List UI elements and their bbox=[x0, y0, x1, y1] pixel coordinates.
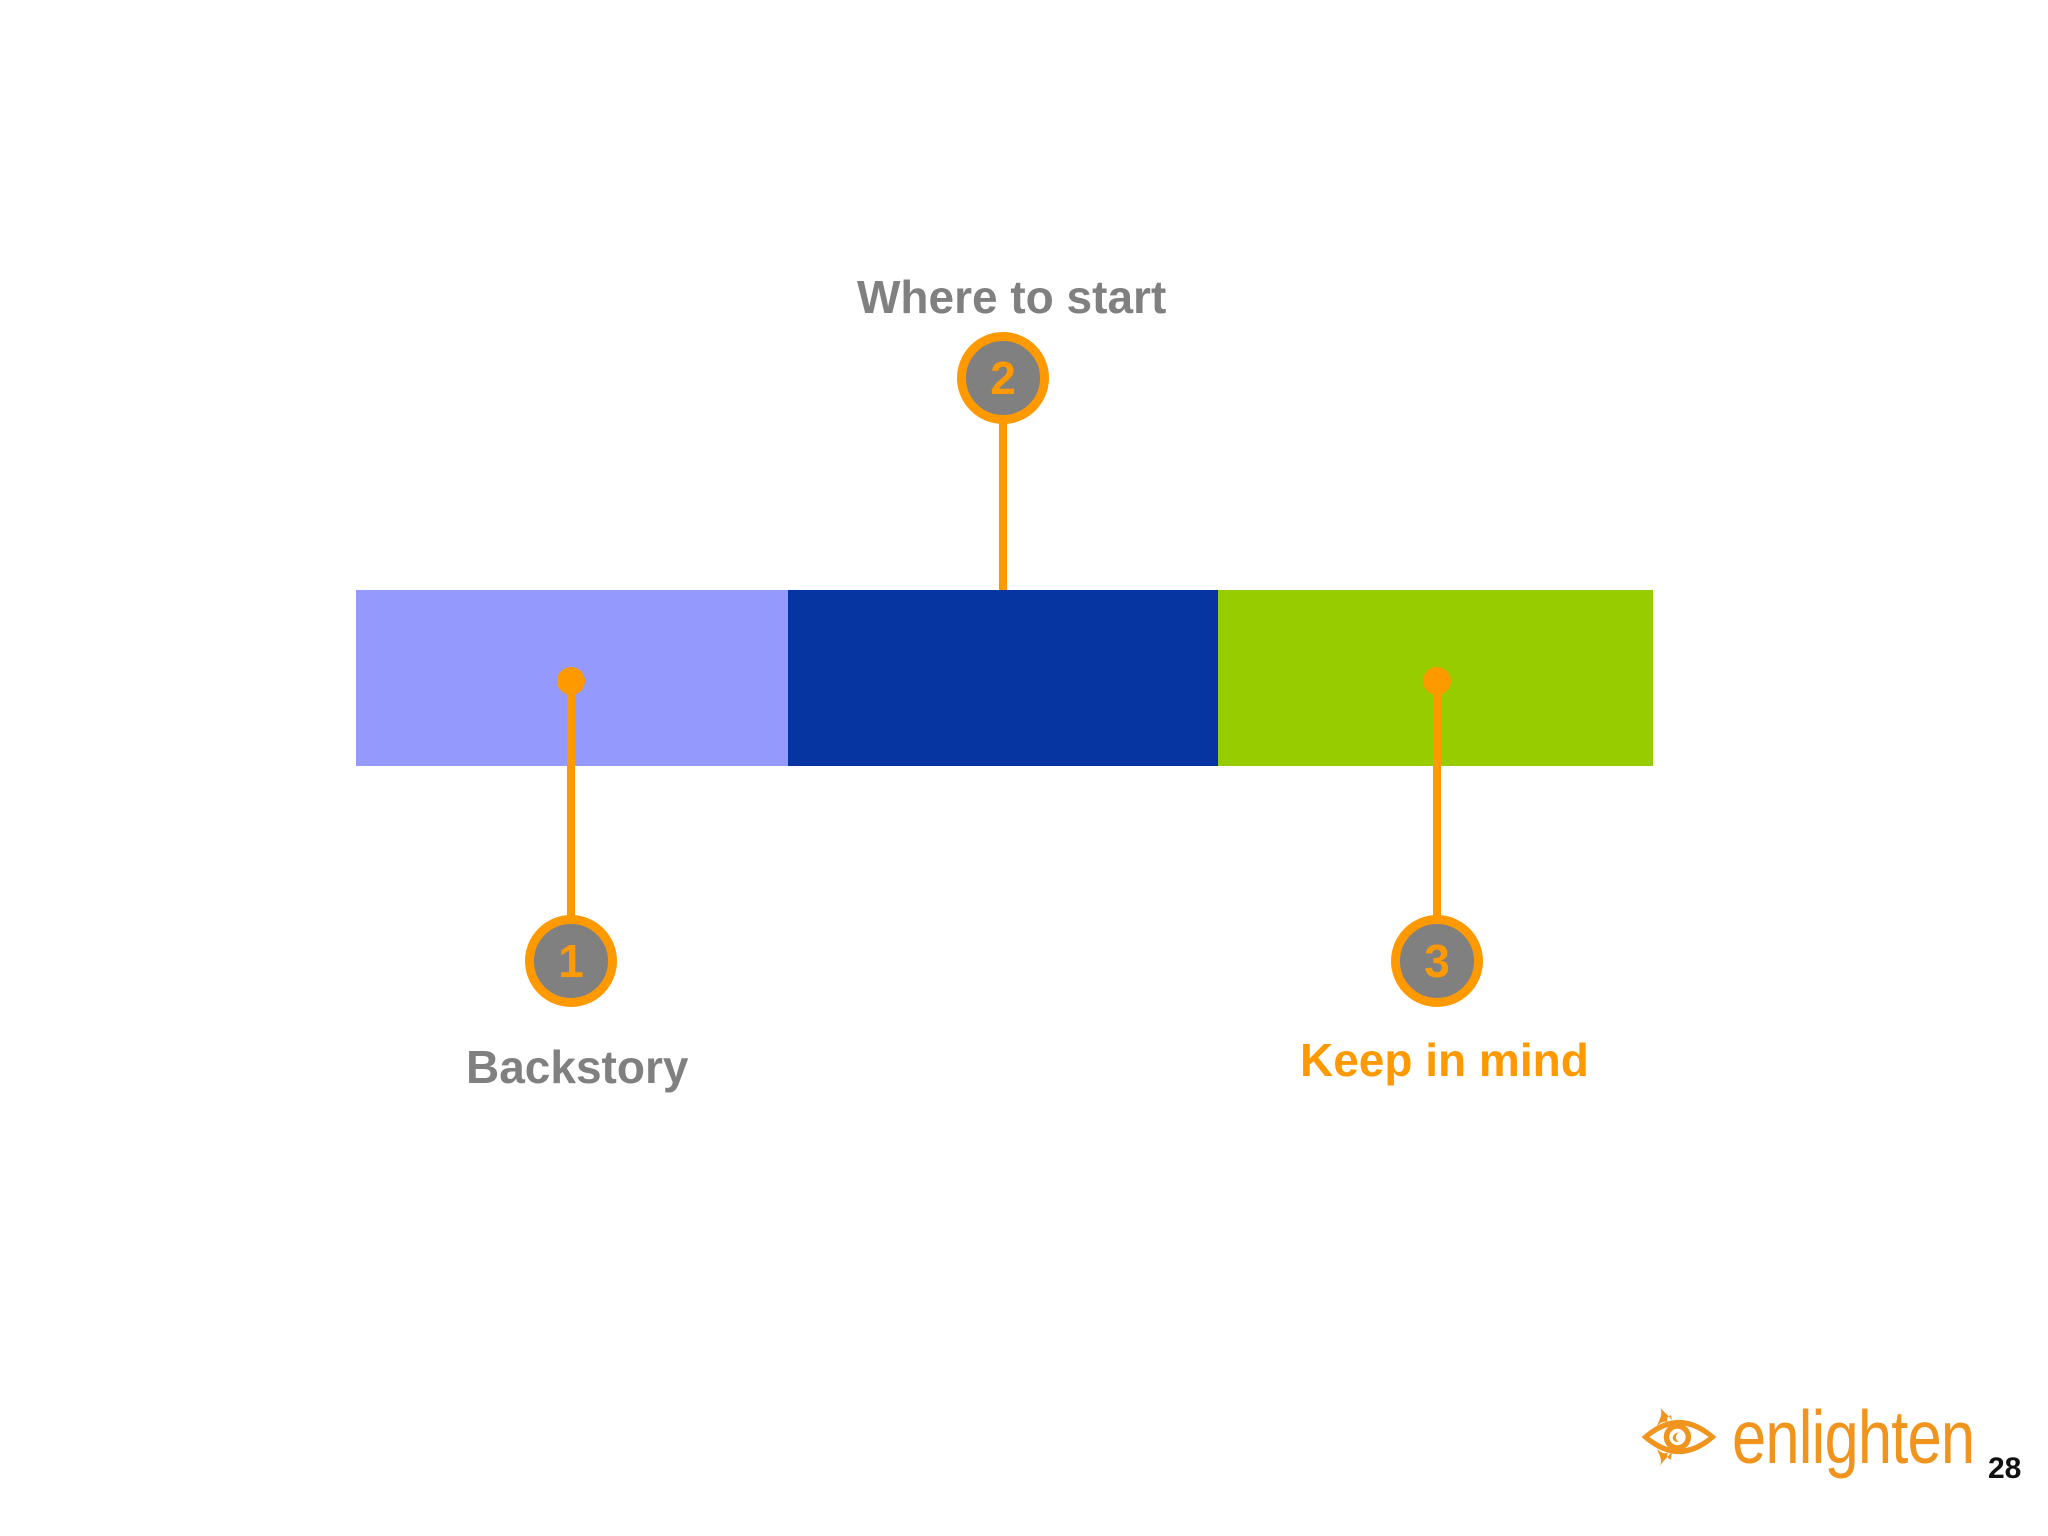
connector-stem-3 bbox=[1433, 681, 1441, 926]
step-badge-1[interactable]: 1 bbox=[525, 915, 617, 1007]
timeline-segment-2[interactable] bbox=[788, 590, 1218, 766]
step-label-where-to-start: Where to start bbox=[857, 271, 1167, 323]
logo-wordmark: enlighten bbox=[1732, 1394, 1975, 1479]
step-label-backstory: Backstory bbox=[466, 1041, 689, 1093]
step-badge-2[interactable]: 2 bbox=[957, 332, 1049, 424]
step-badge-1-number: 1 bbox=[558, 935, 584, 987]
step-badge-3-number: 3 bbox=[1424, 935, 1450, 987]
page-number: 28 bbox=[1988, 1452, 2022, 1485]
eye-flame-icon bbox=[1640, 1398, 1718, 1476]
timeline-bar bbox=[356, 590, 1653, 766]
step-label-keep-in-mind: Keep in mind bbox=[1300, 1034, 1589, 1086]
step-badge-3[interactable]: 3 bbox=[1391, 915, 1483, 1007]
step-badge-2-number: 2 bbox=[990, 352, 1016, 404]
connector-stem-2 bbox=[999, 420, 1007, 682]
enlighten-logo: enlighten bbox=[1640, 1398, 2027, 1476]
connector-stem-1 bbox=[567, 681, 575, 926]
